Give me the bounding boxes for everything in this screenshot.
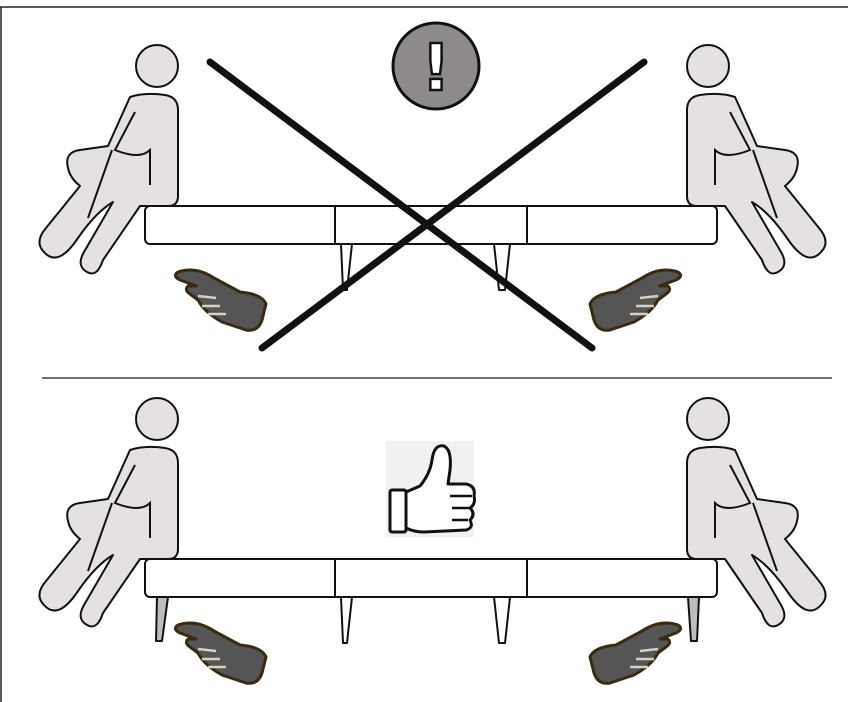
pointing-hand-icon	[175, 270, 266, 330]
thumbs-up-icon	[386, 441, 475, 537]
pointing-hand-icon	[590, 270, 681, 330]
support-leg-left	[156, 597, 168, 641]
panel-incorrect: !	[39, 23, 825, 348]
bench-seat	[145, 559, 717, 643]
exclamation-circle-icon: !	[393, 23, 479, 109]
alert-symbol: !	[421, 32, 450, 106]
panel-correct	[39, 398, 825, 683]
support-leg-right	[688, 597, 699, 641]
pointing-hand-icon	[590, 623, 681, 683]
pointing-hand-icon	[175, 623, 266, 683]
